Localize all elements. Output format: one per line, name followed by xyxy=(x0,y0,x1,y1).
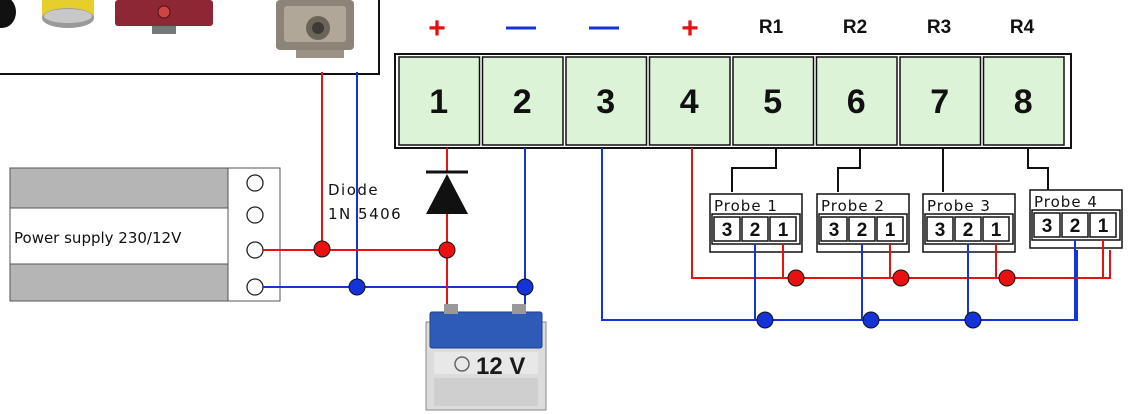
junction-dot xyxy=(892,269,910,287)
junction-dot xyxy=(964,311,982,329)
red-sensor-image xyxy=(115,0,213,34)
terminal-number: 3 xyxy=(596,83,615,121)
terminal-number: 8 xyxy=(1014,83,1033,121)
battery-terminal-positive xyxy=(444,304,458,314)
probe-pin-number: 3 xyxy=(1042,216,1053,237)
terminal-cell xyxy=(565,56,648,146)
terminal-cell xyxy=(481,56,564,146)
junction-dots xyxy=(313,240,1016,329)
terminal-cells: 1 2 3 4 5 6 7 8 xyxy=(398,56,1065,146)
probe-pin-cell xyxy=(926,216,954,242)
probe-pin-cell xyxy=(713,216,741,242)
junction-dot xyxy=(756,311,774,329)
sign-negative: — xyxy=(589,10,619,43)
relay-label: R4 xyxy=(1010,17,1035,38)
probe-pin-number: 2 xyxy=(963,220,974,241)
probe-pin-cell xyxy=(954,216,982,242)
probe-pin-number: 3 xyxy=(722,220,733,241)
relay-label: R2 xyxy=(843,17,867,38)
probe-pin-cell xyxy=(769,216,797,242)
probe-pin-number: 2 xyxy=(1070,216,1081,237)
battery-logo xyxy=(454,356,470,372)
probe-pin-cell xyxy=(982,216,1010,242)
terminal-number: 6 xyxy=(847,83,866,121)
sign-positive: + xyxy=(428,12,446,45)
probe-pin-cell xyxy=(848,216,876,242)
junction-dot xyxy=(438,241,456,259)
sign-negative: — xyxy=(506,10,536,43)
terminal-number: 5 xyxy=(763,83,782,121)
probe-label: Probe 4 xyxy=(1034,193,1098,211)
terminal-cell xyxy=(815,56,898,146)
probe-pin-cell xyxy=(876,216,904,242)
probe-pin-number: 1 xyxy=(885,220,896,241)
probe-label: Probe 2 xyxy=(821,197,885,215)
power-supply-label: Power supply 230/12V xyxy=(14,229,182,247)
probe-pin-number: 1 xyxy=(1098,216,1109,237)
terminal-number: 2 xyxy=(513,83,532,121)
battery: 12 V xyxy=(425,304,547,411)
psu-screw-terminal xyxy=(246,174,264,192)
terminal-block: 1 2 3 4 5 6 7 8 xyxy=(394,53,1072,149)
junction-dot xyxy=(348,278,366,296)
probe-pin-number: 1 xyxy=(778,220,789,241)
probe-pin-number: 2 xyxy=(857,220,868,241)
junction-dot xyxy=(787,269,805,287)
psu-screw-terminal xyxy=(246,206,264,224)
probe-pin-cell xyxy=(1089,212,1117,238)
diode: Diode 1N 5406 xyxy=(328,148,468,318)
power-supply: Power supply 230/12V xyxy=(9,167,281,302)
terminal-number: 7 xyxy=(930,83,949,121)
probe-pin-cell xyxy=(741,216,769,242)
terminal-number: 1 xyxy=(429,83,448,121)
probe-wires xyxy=(754,240,1104,320)
relay-label: R1 xyxy=(759,17,784,38)
terminal-cell xyxy=(398,56,481,146)
gas-valve-image xyxy=(276,0,354,58)
probe-pin-number: 3 xyxy=(935,220,946,241)
terminal-cell xyxy=(732,56,815,146)
polarity-signs: + — — + xyxy=(428,10,699,45)
relay-label: R3 xyxy=(927,17,951,38)
junction-dot xyxy=(998,269,1016,287)
terminal-cell xyxy=(899,56,982,146)
probe-label: Probe 1 xyxy=(714,197,778,215)
diode-label: Diode xyxy=(328,181,379,199)
sign-positive: + xyxy=(681,12,699,45)
probe-pin-number: 1 xyxy=(991,220,1002,241)
junction-dot xyxy=(516,278,534,296)
devices-image-panel xyxy=(0,0,380,75)
junction-dot xyxy=(862,311,880,329)
probe-pin-number: 2 xyxy=(750,220,761,241)
psu-screw-terminal xyxy=(246,241,264,259)
probe-label: Probe 3 xyxy=(927,197,991,215)
yellow-sensor-image xyxy=(42,0,94,28)
probe-pin-cell xyxy=(820,216,848,242)
junction-dot xyxy=(313,240,331,258)
black-device-image xyxy=(0,0,16,28)
relay-labels: R1 R2 R3 R4 xyxy=(759,17,1035,38)
terminal-number: 4 xyxy=(680,83,699,121)
probe-pin-number: 3 xyxy=(829,220,840,241)
battery-label: 12 V xyxy=(476,353,525,380)
probe-pin-cell xyxy=(1061,212,1089,238)
battery-terminal-negative xyxy=(512,304,526,314)
terminal-cell xyxy=(648,56,731,146)
psu-screw-terminal xyxy=(246,278,264,296)
terminal-cell xyxy=(982,56,1065,146)
diode-part-number: 1N 5406 xyxy=(328,205,402,223)
probe-pin-cell xyxy=(1033,212,1061,238)
